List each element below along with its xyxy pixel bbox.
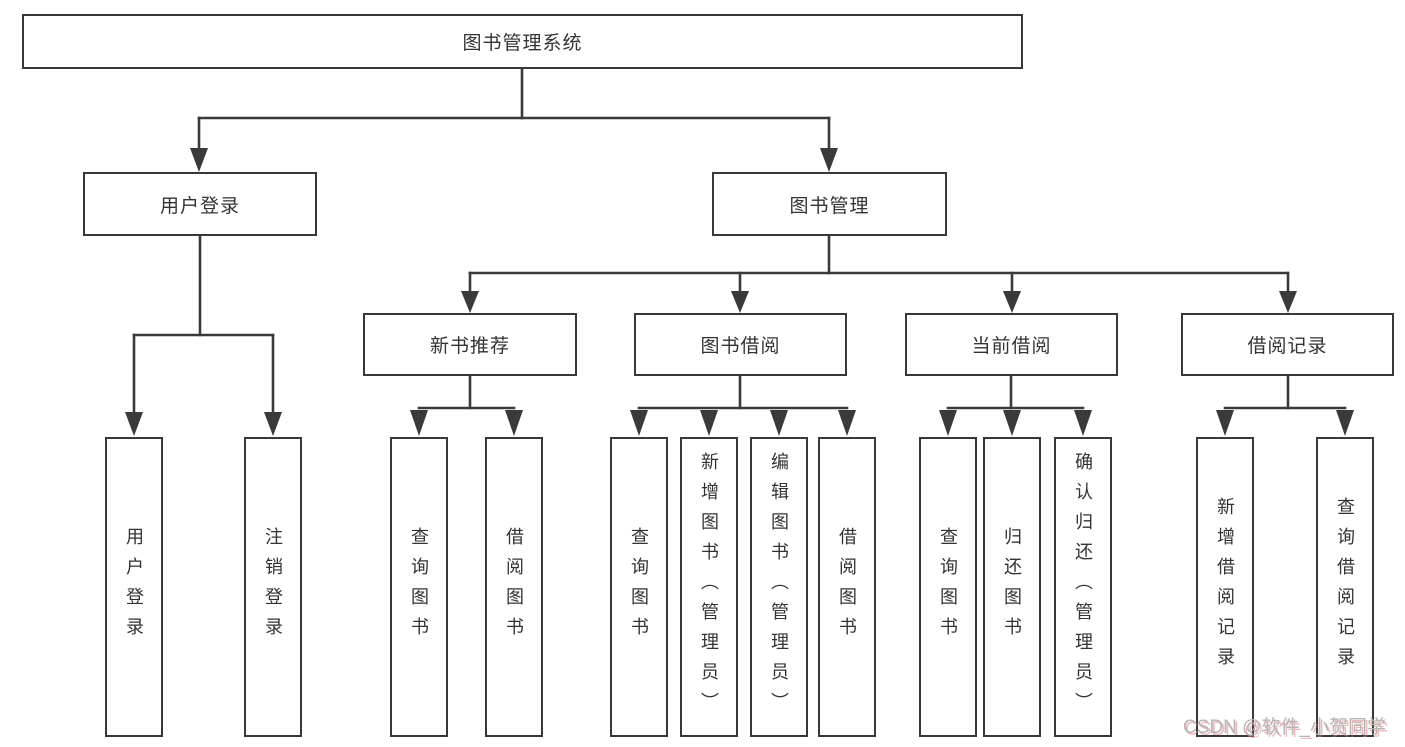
node-label: 新增图书（管理员） [699,452,719,722]
node-label: 图书借阅 [700,336,781,357]
leaf-query-books-borrow: 查询图书 [610,437,668,737]
leaf-user-login: 用户登录 [105,437,163,737]
leaf-query-books-recommend: 查询图书 [390,437,448,737]
node-book-borrow: 图书借阅 [634,313,847,376]
leaf-return-books: 归还图书 [983,437,1041,737]
node-label: 确认归还（管理员） [1073,452,1093,722]
node-label: 新增借阅记录 [1215,497,1235,677]
node-label: 编辑图书（管理员） [769,452,789,722]
node-label: 图书管理 [789,195,870,217]
node-label: 借阅图书 [837,527,857,647]
leaf-add-borrow-record: 新增借阅记录 [1196,437,1254,737]
node-user-login: 用户登录 [83,172,317,236]
node-label: 用户登录 [159,195,240,217]
node-new-book-recommend: 新书推荐 [363,313,577,376]
node-label: 查询图书 [409,527,429,647]
leaf-add-books-admin: 新增图书（管理员） [680,437,738,737]
node-book-management: 图书管理 [712,172,947,236]
node-borrow-records: 借阅记录 [1181,313,1394,376]
leaf-edit-books-admin: 编辑图书（管理员） [750,437,808,737]
node-label: 注销登录 [263,527,283,647]
leaf-logout: 注销登录 [244,437,302,737]
node-label: 借阅图书 [504,527,524,647]
node-label: 查询借阅记录 [1335,497,1355,677]
node-label: 查询图书 [938,527,958,647]
node-label: 图书管理系统 [462,33,583,54]
node-label: 查询图书 [629,527,649,647]
node-root-library-system: 图书管理系统 [22,14,1023,69]
leaf-borrow-books: 借阅图书 [818,437,876,737]
node-label: 新书推荐 [429,336,510,357]
node-label: 借阅记录 [1247,336,1328,357]
node-current-borrow: 当前借阅 [905,313,1118,376]
node-label: 当前借阅 [971,336,1052,357]
leaf-confirm-return-admin: 确认归还（管理员） [1054,437,1112,737]
leaf-query-books-current: 查询图书 [919,437,977,737]
node-label: 归还图书 [1002,527,1022,647]
node-label: 用户登录 [124,527,144,647]
leaf-borrow-books-recommend: 借阅图书 [485,437,543,737]
leaf-query-borrow-record: 查询借阅记录 [1316,437,1374,737]
csdn-watermark: CSDN @软件_小贺同学 [1183,717,1386,738]
